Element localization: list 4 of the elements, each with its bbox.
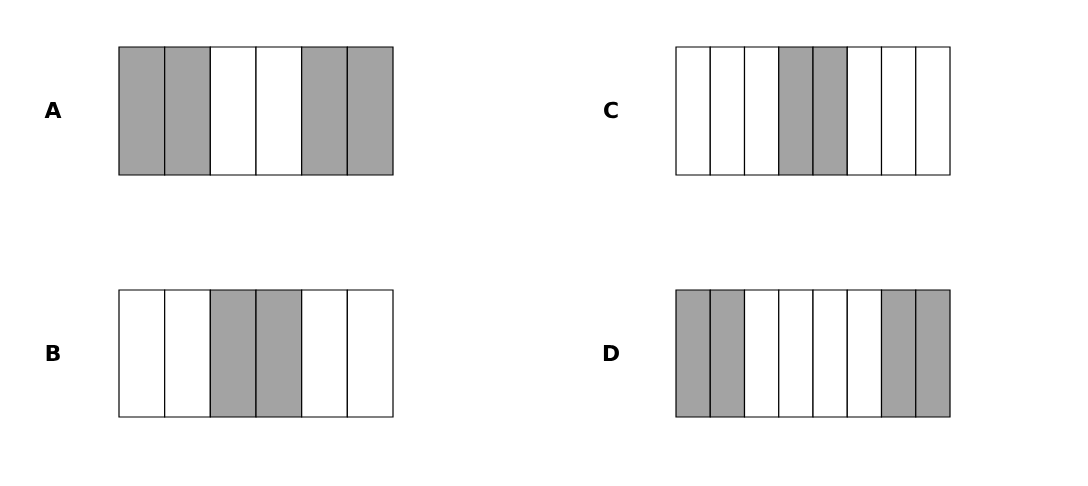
panel-letter: D <box>603 345 619 361</box>
panel-letter: B <box>46 345 60 361</box>
panel-letter: C <box>604 101 618 119</box>
panel-letter: A <box>44 102 62 118</box>
